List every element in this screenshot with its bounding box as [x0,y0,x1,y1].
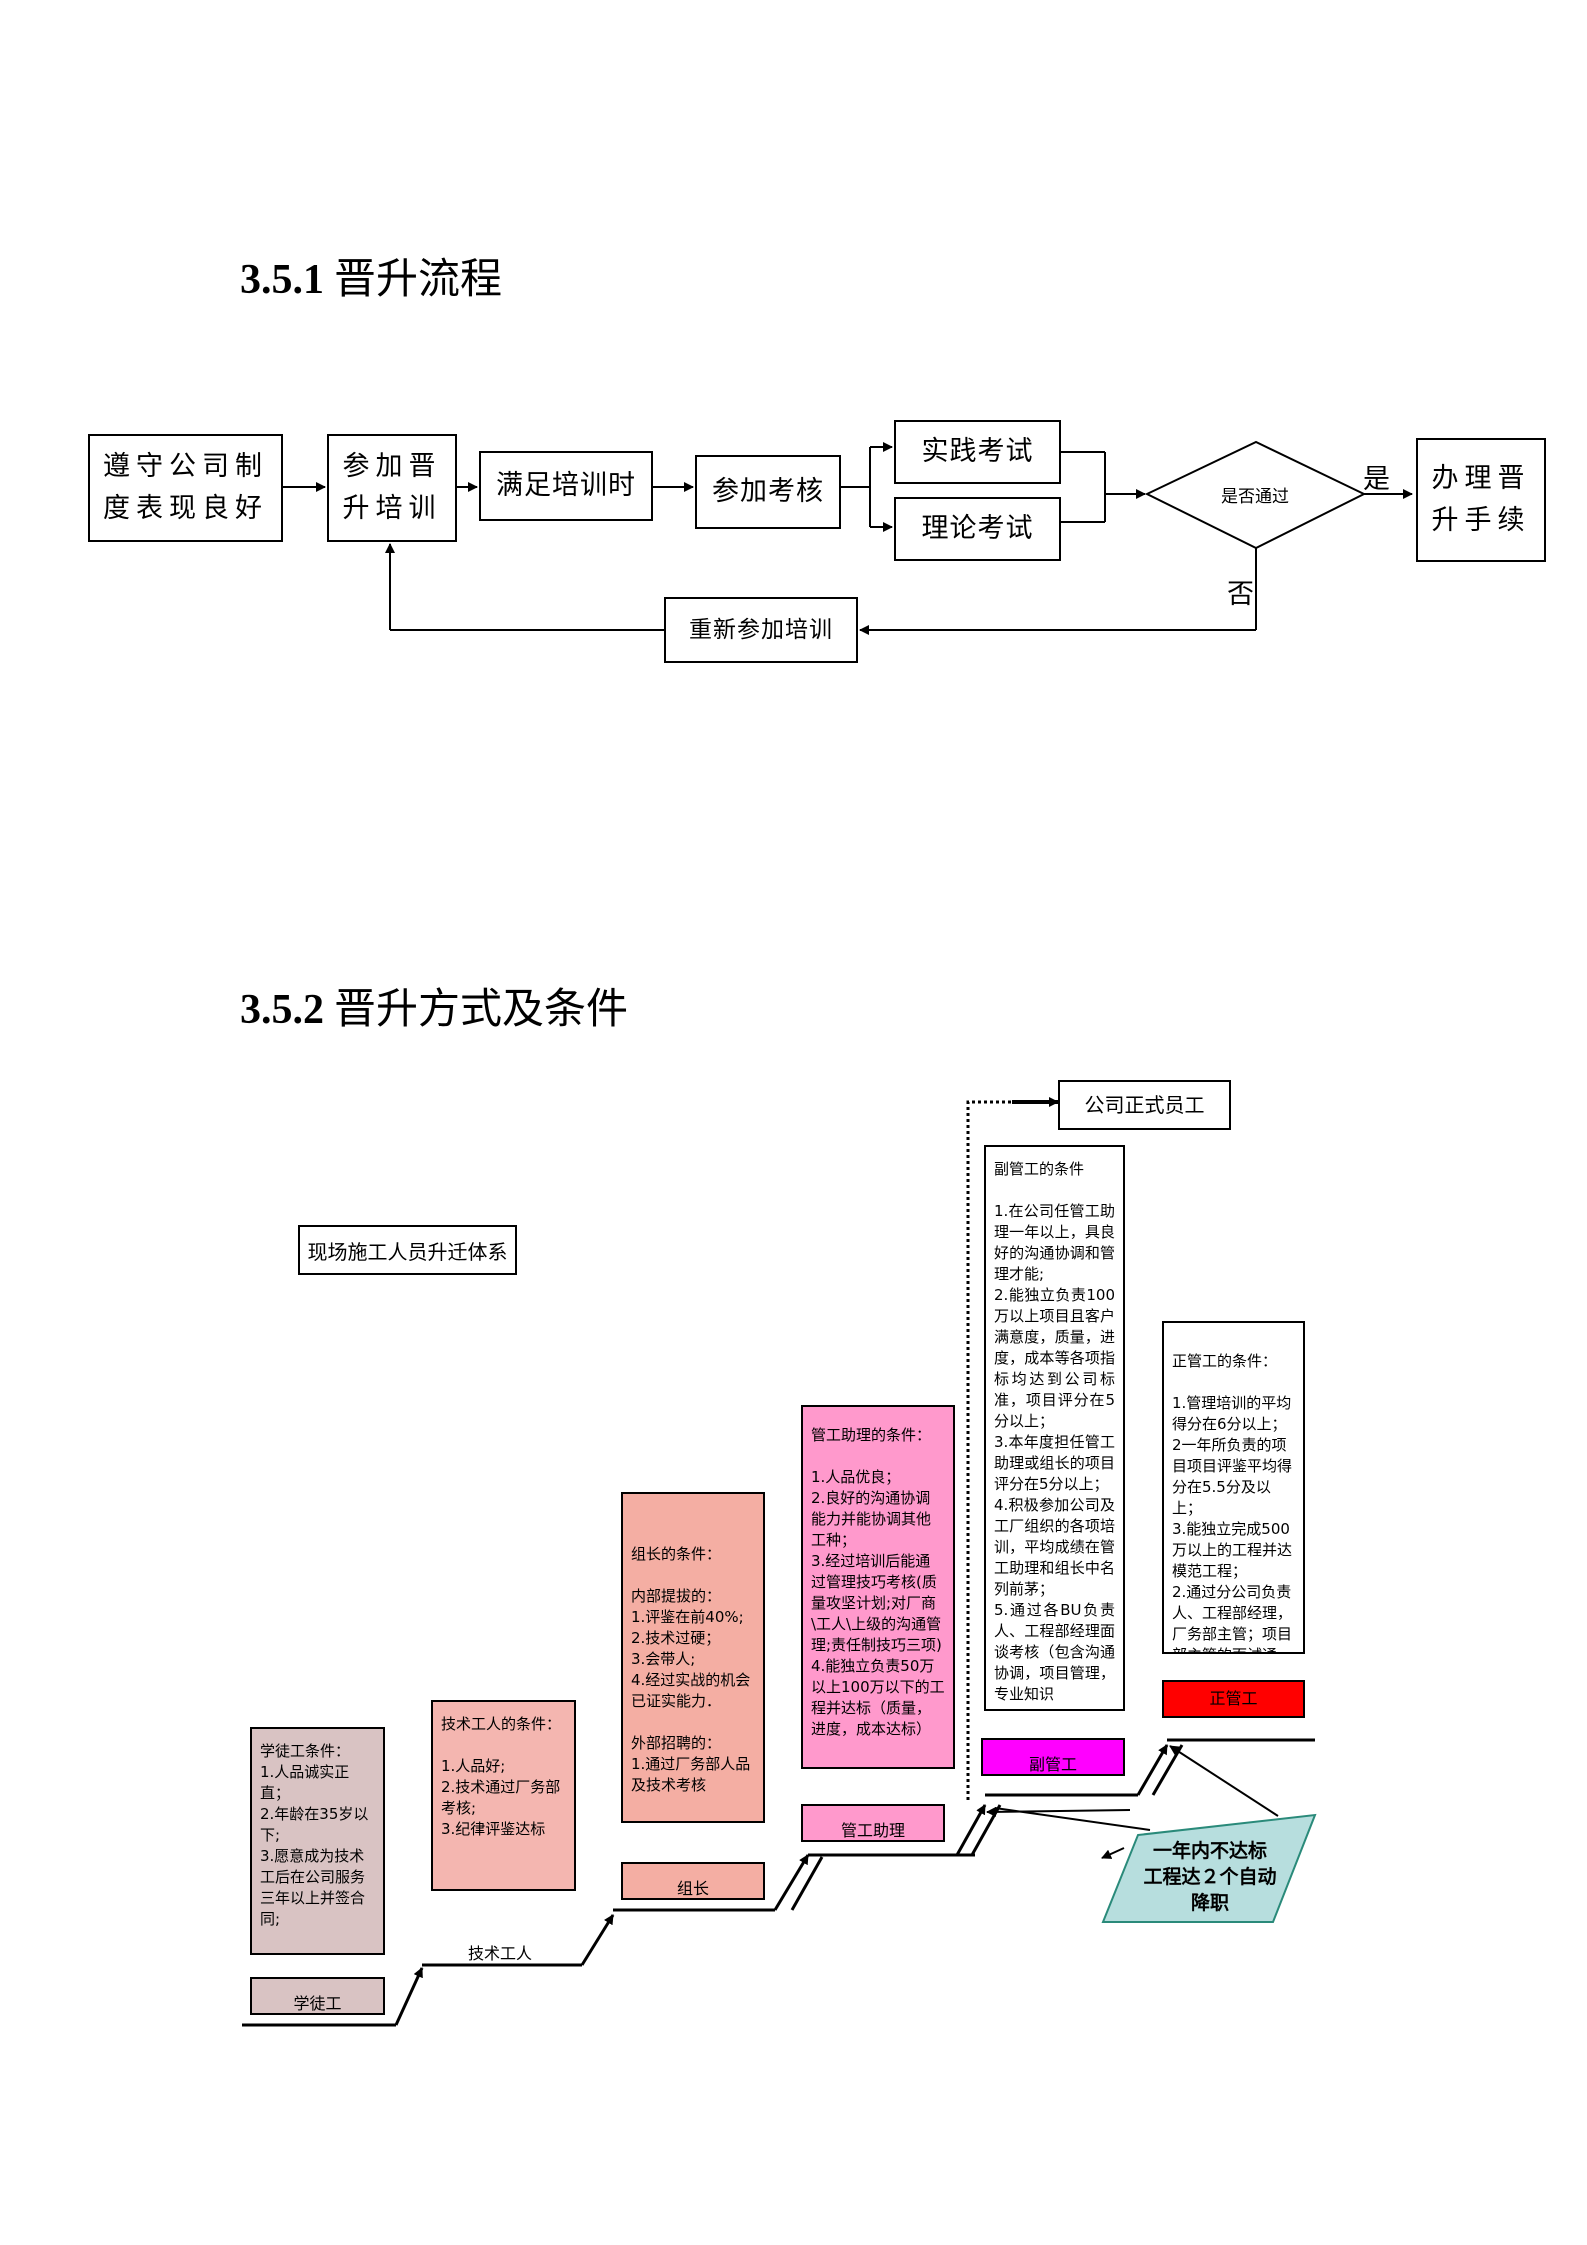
condition-deputy-supervisor: 副管工的条件 1.在公司任管工助理一年以上，具良好的沟通协调和管理才能; 2.能… [984,1145,1125,1711]
section-2-title: 晋升方式及条件 [334,987,629,1033]
system-title: 现场施工人员升迁体系 [298,1225,517,1275]
rank-deputy-supervisor: 副管工 [981,1738,1125,1776]
rank-assistant-supervisor: 管工助理 [801,1804,945,1842]
flow-step-conduct: 遵守公司制 度表现良好 [88,434,283,542]
flow-exam-theory: 理论考试 [894,497,1061,561]
flow-step-retrain: 重新参加培训 [664,597,858,663]
rank-team-leader: 组长 [621,1862,765,1900]
demotion-arrows [986,1745,1279,1859]
flow-decision-label: 是否通过 [1221,487,1289,507]
condition-team-leader: 组长的条件： 内部提拔的： 1.评鉴在前40%; 2.技术过硬； 3.会带人; … [621,1492,765,1823]
condition-assistant-supervisor: 管工助理的条件： 1.人品优良； 2.良好的沟通协调能力并能协调其他工种； 3.… [801,1405,955,1769]
flow-no-label: 否 [1227,579,1254,610]
section-1-number: 3.5.1 [240,257,324,303]
section-2-number: 3.5.2 [240,987,324,1033]
official-employee-box: 公司正式员工 [1058,1080,1231,1130]
condition-technician: 技术工人的条件： 1.人品好; 2.技术通过厂务部考核; 3.纪律评鉴达标 [431,1700,576,1891]
demotion-box [1101,1813,1317,1923]
flow-step-hours: 满足培训时 [479,451,653,521]
section-1-title: 晋升流程 [334,257,503,303]
flow-connectors [283,442,1413,635]
flow-exam-practice: 实践考试 [894,420,1061,484]
flow-step-procedure: 办理晋 升手续 [1416,438,1546,562]
rank-supervisor: 正管工 [1162,1680,1305,1718]
rank-technician-label: 技术工人 [468,1944,533,1963]
flow-step-assess: 参加考核 [695,455,841,529]
rank-apprentice: 学徒工 [250,1977,385,2015]
condition-supervisor: 正管工的条件： 1.管理培训的平均得分在6分以上； 2一年所负责的项目项目评鉴平… [1162,1321,1305,1654]
condition-apprentice: 学徒工条件： 1.人品诚实正直； 2.年龄在35岁以下; 3.愿意成为技术工后在… [250,1727,385,1955]
flow-step-training: 参加晋 升培训 [327,434,457,542]
demotion-text: 一年内不达标 工程达２个自动 降职 [1143,1840,1277,1914]
dotted-promotion-path [966,1100,1052,1800]
career-staircase [242,1738,1315,2027]
flow-yes-label: 是 [1363,464,1390,495]
decision-diamond [1144,440,1367,550]
